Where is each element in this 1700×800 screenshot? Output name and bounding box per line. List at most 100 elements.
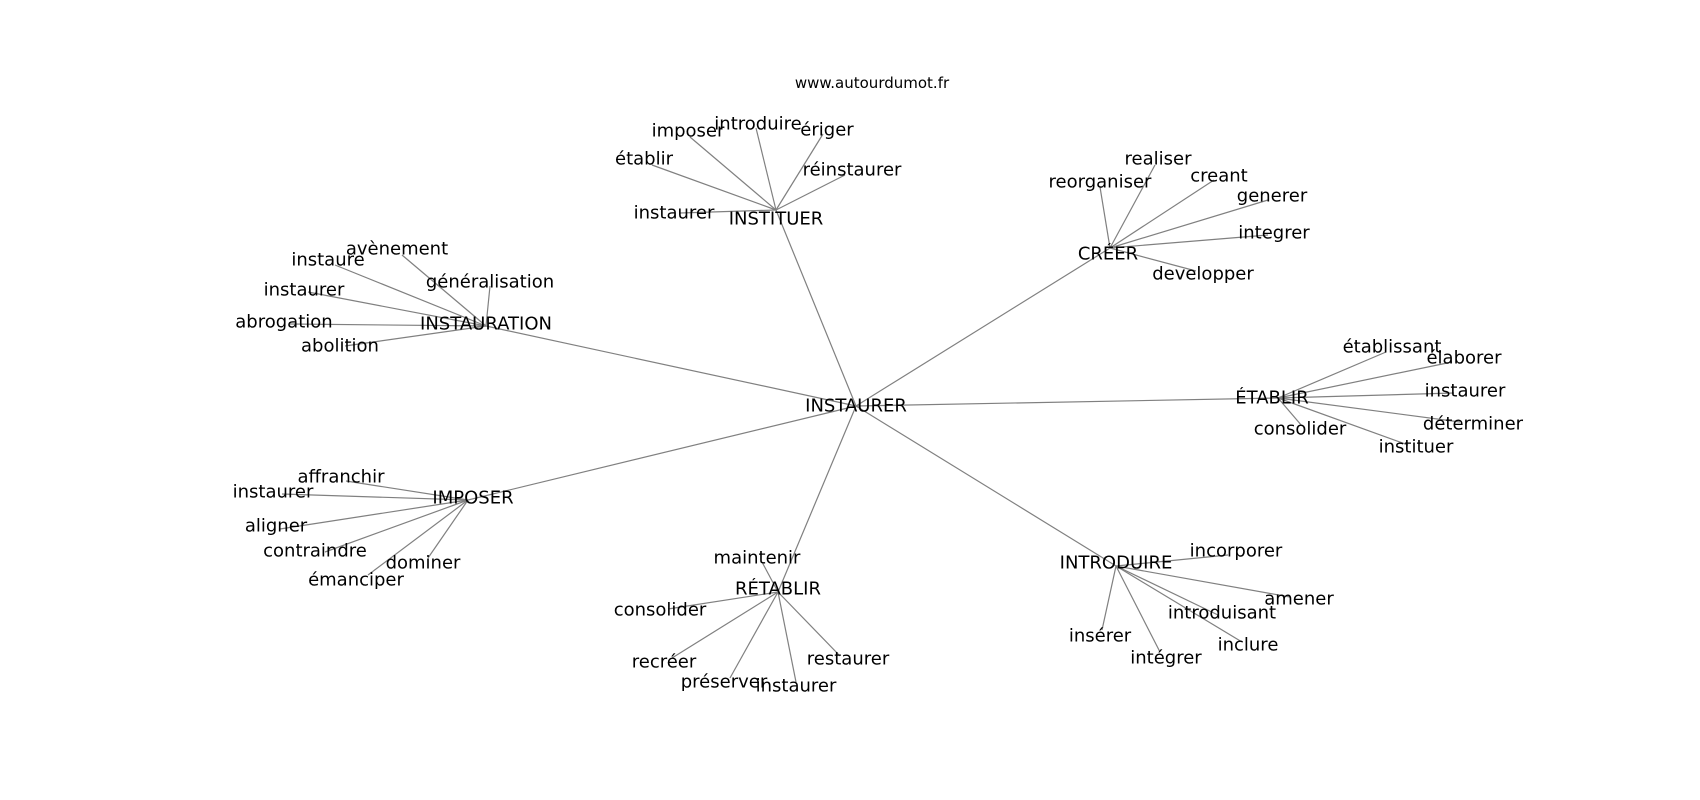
hub-node: RÉTABLIR: [735, 578, 821, 600]
hub-to-leaf-edge: [367, 499, 469, 576]
hub-to-leaf-edge: [1109, 199, 1269, 249]
leaf-node: imposer: [652, 121, 725, 142]
hub-to-leaf-edge: [281, 493, 469, 501]
hub-to-leaf-edge: [345, 480, 469, 501]
hub-to-leaf-edge: [1277, 397, 1303, 427]
leaf-node: maintenir: [714, 548, 802, 569]
hub-to-leaf-edge: [777, 591, 841, 657]
leaf-node: instaure: [291, 250, 364, 271]
hub-to-leaf-edge: [1109, 234, 1269, 249]
hub-to-leaf-edge: [775, 133, 824, 211]
center-to-hub-edge: [467, 405, 857, 501]
leaf-node: réinstaurer: [803, 160, 902, 181]
leaf-node: abrogation: [235, 312, 332, 333]
center-to-hub-edge: [855, 405, 1117, 567]
leaf-node: insérer: [1069, 626, 1132, 647]
leaf-node: introduire: [714, 114, 801, 135]
center-to-hub-edge: [775, 209, 857, 407]
hub-node: INSTITUER: [729, 209, 824, 230]
hub-to-leaf-edge: [775, 174, 846, 211]
leaf-node: généralisation: [426, 272, 554, 293]
hub-to-leaf-edge: [651, 164, 777, 211]
graph-labels: INSTAURERINSTITUERimposerintroduireérige…: [233, 114, 1524, 697]
hub-to-leaf-edge: [307, 291, 487, 327]
hub-to-leaf-edge: [1109, 164, 1156, 249]
leaf-node: generer: [1237, 186, 1308, 207]
leaf-node: instituer: [1379, 437, 1454, 458]
hub-to-leaf-edge: [755, 127, 777, 211]
leaf-node: instaurer: [756, 676, 837, 697]
hub-to-leaf-edge: [1115, 565, 1219, 616]
hub-node: ÉTABLIR: [1235, 387, 1308, 409]
leaf-node: affranchir: [298, 467, 386, 488]
leaf-node: consolider: [614, 600, 707, 621]
leaf-node: developper: [1152, 264, 1254, 285]
hub-to-leaf-edge: [1277, 361, 1453, 399]
hub-to-leaf-edge: [1109, 247, 1197, 272]
leaf-node: integrer: [1238, 223, 1310, 244]
hub-to-leaf-edge: [1115, 554, 1229, 567]
leaf-node: émanciper: [308, 570, 404, 591]
leaf-node: instaurer: [264, 280, 345, 301]
hub-to-leaf-edge: [667, 591, 779, 610]
leaf-node: consolider: [1254, 419, 1347, 440]
hub-node: CRÉER: [1078, 243, 1138, 265]
leaf-node: instaurer: [1425, 381, 1506, 402]
hub-to-leaf-edge: [729, 591, 779, 679]
hub-to-leaf-edge: [1109, 179, 1215, 249]
leaf-node: incorporer: [1190, 541, 1283, 562]
leaf-node: établir: [615, 149, 674, 170]
hub-node: INSTAURATION: [420, 314, 552, 335]
hub-node: IMPOSER: [432, 488, 513, 509]
leaf-node: intégrer: [1130, 648, 1202, 669]
leaf-node: contraindre: [263, 541, 367, 562]
leaf-node: instaurer: [634, 203, 715, 224]
hub-node: INTRODUIRE: [1060, 553, 1173, 574]
leaf-node: realiser: [1125, 149, 1193, 170]
hub-to-leaf-edge: [289, 323, 487, 327]
hub-to-leaf-edge: [485, 285, 491, 327]
center-to-hub-edge: [855, 397, 1279, 407]
leaf-node: reorganiser: [1049, 172, 1152, 193]
leaf-node: aligner: [245, 516, 308, 537]
leaf-node: établissant: [1343, 337, 1442, 358]
leaf-node: introduisant: [1168, 603, 1276, 624]
hub-to-leaf-edge: [689, 136, 777, 211]
hub-to-leaf-edge: [1101, 565, 1117, 631]
hub-to-leaf-edge: [671, 591, 779, 659]
leaf-node: recréer: [632, 652, 697, 673]
hub-to-leaf-edge: [1277, 397, 1409, 446]
center-to-hub-edge: [485, 325, 857, 407]
leaf-node: élaborer: [1426, 348, 1502, 369]
hub-to-leaf-edge: [1277, 351, 1387, 399]
hub-to-leaf-edge: [427, 499, 469, 559]
hub-to-leaf-edge: [1099, 186, 1111, 249]
leaf-node: instaurer: [233, 482, 314, 503]
leaf-node: préserver: [681, 672, 768, 693]
hub-to-leaf-edge: [1115, 565, 1243, 643]
hub-to-leaf-edge: [1277, 392, 1455, 399]
leaf-node: déterminer: [1423, 414, 1524, 435]
leaf-node: restaurer: [807, 649, 890, 670]
leaf-node: creant: [1190, 166, 1247, 187]
hub-to-leaf-edge: [279, 499, 469, 530]
hub-to-leaf-edge: [679, 209, 777, 214]
hub-to-leaf-edge: [761, 561, 779, 593]
leaf-node: dominer: [386, 553, 461, 574]
leaf-node: ériger: [800, 120, 854, 141]
hub-to-leaf-edge: [1277, 397, 1461, 423]
leaf-node: inclure: [1218, 635, 1279, 656]
hub-to-leaf-edge: [1115, 565, 1161, 653]
leaf-node: avènement: [346, 239, 448, 260]
center-to-hub-edge: [777, 405, 857, 593]
center-to-hub-edge: [855, 247, 1111, 407]
leaf-node: amener: [1264, 589, 1334, 610]
hub-to-leaf-edge: [344, 325, 487, 347]
leaf-node: abolition: [301, 336, 379, 357]
hub-to-leaf-edge: [1115, 565, 1291, 598]
hub-to-leaf-edge: [777, 591, 797, 683]
source-label: www.autourdumot.fr: [795, 74, 950, 92]
graph-edges: [279, 127, 1461, 683]
hub-to-leaf-edge: [401, 254, 487, 327]
